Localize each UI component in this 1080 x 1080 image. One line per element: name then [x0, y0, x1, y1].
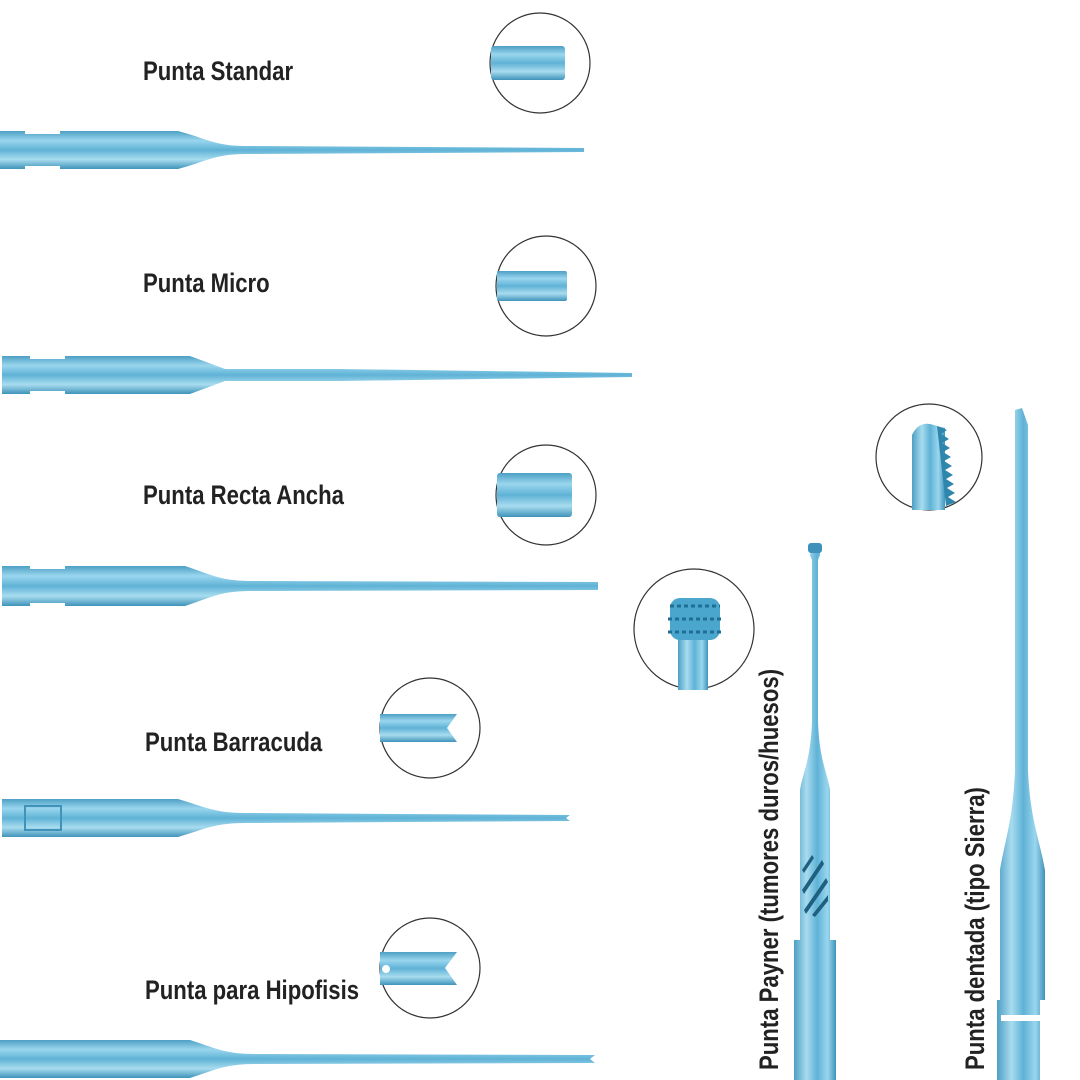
tip-label-recta-ancha: Punta Recta Ancha — [143, 480, 344, 510]
detail-circle-dentada — [875, 403, 983, 511]
tip-label-hipofisis: Punta para Hipofisis — [145, 975, 360, 1005]
tip-label-dentada: Punta dentada (tipo Sierra) — [960, 787, 990, 1070]
detail-circle-standar — [489, 12, 591, 114]
detail-circle-payner — [633, 568, 755, 690]
tip-recta-ancha — [2, 564, 598, 608]
tip-standar — [0, 129, 584, 171]
detail-circle-hipofisis — [379, 917, 481, 1019]
tip-hipofisis — [0, 1040, 595, 1078]
tip-micro — [2, 354, 632, 396]
tip-payner — [794, 543, 836, 1080]
tip-barracuda — [2, 799, 570, 837]
tip-label-barracuda: Punta Barracuda — [145, 727, 323, 757]
tip-label-micro: Punta Micro — [143, 268, 270, 298]
tip-dentada — [997, 408, 1045, 1080]
detail-circle-recta-ancha — [495, 444, 597, 546]
detail-circle-barracuda — [379, 677, 481, 779]
detail-circle-micro — [495, 235, 597, 337]
tip-label-standar: Punta Standar — [143, 56, 294, 86]
tip-label-payner: Punta Payner (tumores duros/huesos) — [754, 668, 784, 1070]
